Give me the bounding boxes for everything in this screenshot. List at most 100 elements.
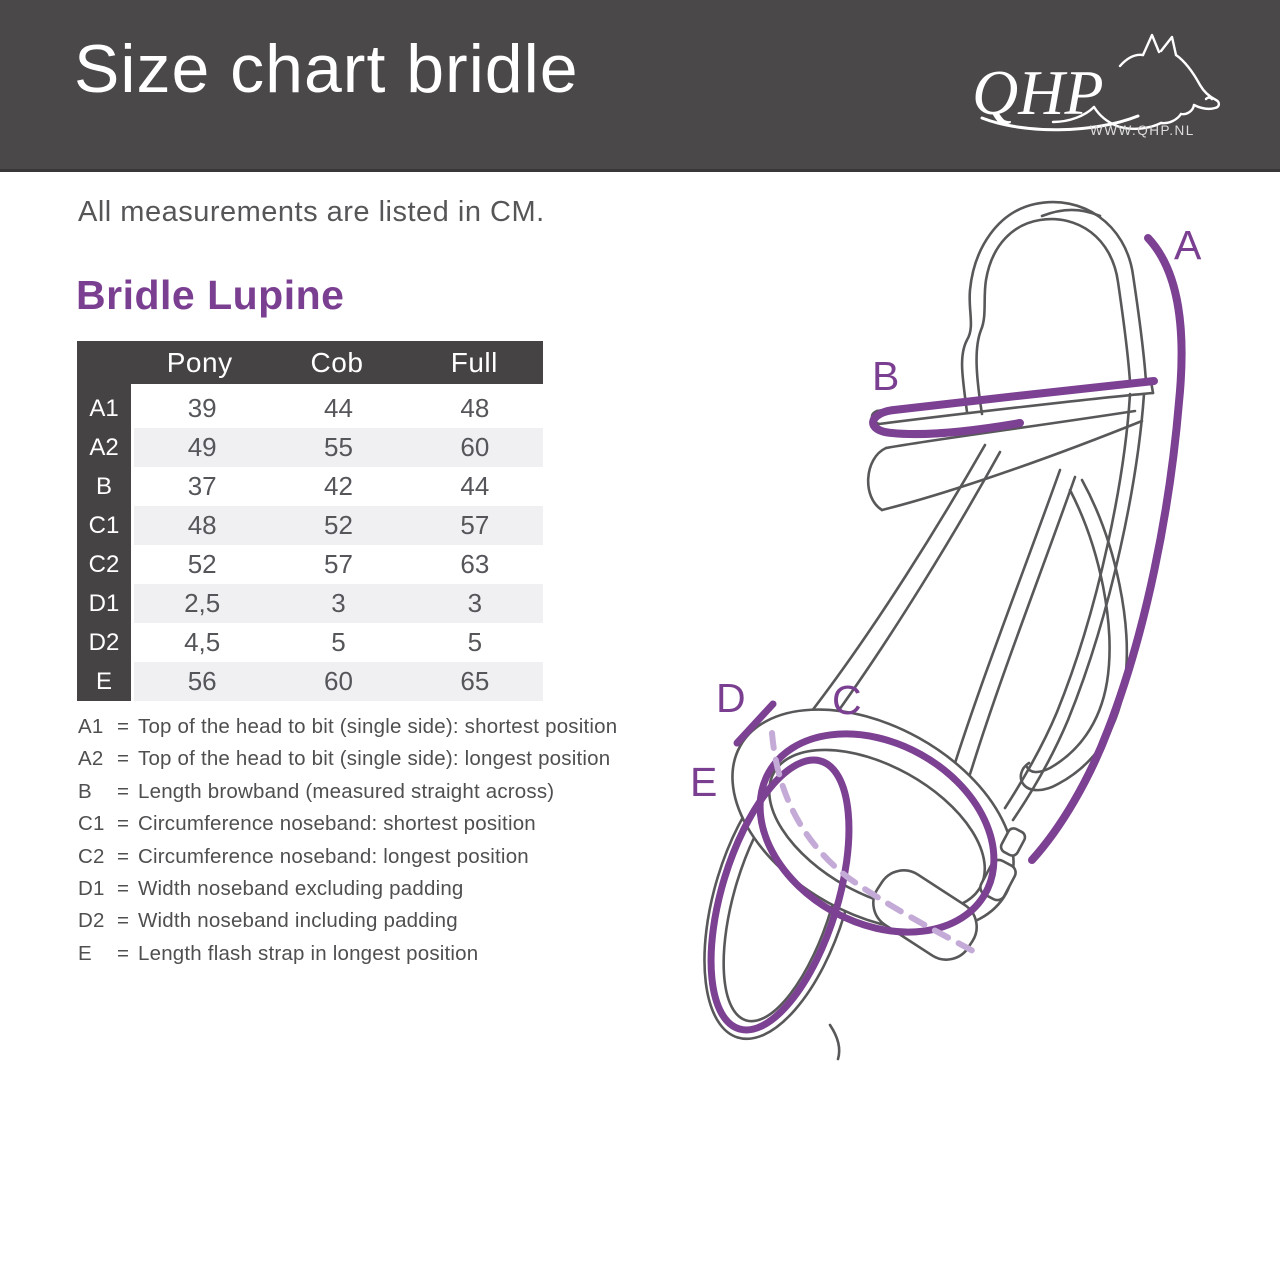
size-value: 57 [324,549,353,579]
legend-equals: = [117,812,130,836]
size-value: 52 [324,510,353,540]
row-label: D1 [88,590,120,617]
measure-line-B [869,377,1158,439]
legend-item: D2 = Width noseband including padding [78,905,658,937]
size-value: 48 [460,393,490,423]
legend-equals: = [117,779,130,803]
legend-text: Circumference noseband: shortest positio… [138,812,536,836]
legend-item: B = Length browband (measured straight acr… [78,776,658,808]
size-value: 57 [460,510,490,540]
logo-swoosh [980,114,1140,132]
column-header-cob: Cob [310,346,364,378]
measurement-legend: A1 = Top of the head to bit (single side):… [78,711,658,970]
row-label: D2 [88,629,120,656]
size-value: 37 [187,471,217,501]
table-row: B 37 42 44 [77,467,543,506]
row-label: B [95,473,112,500]
legend-key: E [78,941,92,965]
size-value: 3 [331,588,346,618]
row-label: A1 [89,395,119,422]
diagram-label-e: E [690,759,719,805]
size-value: 63 [460,549,490,579]
size-value: 52 [187,549,217,579]
row-label: C1 [88,512,120,539]
size-value: 42 [324,471,353,501]
legend-text: Top of the head to bit (single side): lo… [138,747,611,771]
size-value: 39 [187,393,217,423]
flash-hidden-dashed-line [769,730,976,954]
measure-line-D [733,700,777,747]
row-label: A2 [89,434,119,461]
page-title: Size chart bridle [74,31,579,107]
size-table-header: Pony Cob Full [77,341,543,384]
product-title: Bridle Lupine [76,272,345,318]
table-row: A2 49 55 60 [77,428,543,467]
legend-key: C2 [78,844,105,868]
diagram-label-c: C [832,677,863,723]
table-row: D1 2,5 3 3 [77,584,543,623]
header-band: Size chart bridle QHP WWW.QHP.NL [0,0,1280,172]
table-row: C1 48 52 57 [77,506,543,545]
legend-key: A1 [78,715,104,738]
measure-line-A [1028,234,1186,864]
diagram-label-d: D [716,675,747,721]
size-value: 60 [324,666,353,696]
legend-key: C1 [78,812,105,836]
legend-text: Length browband (measured straight acros… [138,779,555,803]
column-header-pony: Pony [166,346,233,378]
legend-text: Length flash strap in longest position [138,941,479,965]
diagram-label-a: A [1174,222,1203,268]
qhp-logo: QHP WWW.QHP.NL [972,33,1221,138]
row-label: E [95,668,112,695]
legend-key: D1 [78,877,105,901]
legend-equals: = [117,747,130,771]
legend-equals: = [117,844,130,868]
legend-item: A2 = Top of the head to bit (single side):… [78,743,658,775]
size-value: 56 [187,666,217,696]
legend-item: E = Length flash strap in longest position [78,938,658,970]
size-value: 3 [467,588,483,618]
measure-line-E [707,756,853,1034]
size-value: 49 [187,432,217,462]
size-value: 65 [460,666,490,696]
size-value: 5 [331,627,346,657]
logo-website: WWW.QHP.NL [1090,123,1195,138]
legend-item: C2 = Circumference noseband: longest posit… [78,841,658,873]
measurement-lines [707,234,1186,1034]
row-label: C2 [88,551,120,578]
size-value: 4,5 [184,627,221,657]
size-value: 44 [324,393,353,423]
table-row: C2 52 57 63 [77,545,543,584]
size-value: 48 [187,510,217,540]
legend-text: Width noseband excluding padding [138,877,464,901]
legend-equals: = [117,909,130,933]
table-row: A1 39 44 48 [77,389,543,428]
legend-key: D2 [78,909,105,933]
table-row: E 56 60 65 [77,662,543,701]
size-value: 2,5 [184,588,221,618]
legend-equals: = [117,715,130,738]
legend-item: A1 = Top of the head to bit (single side):… [78,711,658,743]
column-header-full: Full [450,346,498,378]
size-value: 60 [460,432,490,462]
intro-text: All measurements are listed in CM. [78,196,545,228]
diagram-label-b: B [872,353,901,399]
legend-text: Circumference noseband: longest position [138,844,529,868]
legend-key: B [78,779,92,803]
bridle-diagram [703,200,1186,1061]
legend-text: Width noseband including padding [138,909,458,933]
size-value: 55 [324,432,353,462]
qhp-logo-text: QHP [972,57,1104,128]
legend-item: C1 = Circumference noseband: shortest posi… [78,808,658,840]
horse-head-icon [1051,33,1221,131]
legend-text: Top of the head to bit (single side): sh… [138,715,618,738]
table-row: D2 4,5 5 5 [77,623,543,662]
size-value: 44 [460,471,490,501]
legend-equals: = [117,941,130,965]
legend-key: A2 [78,747,104,771]
size-value: 5 [467,627,483,657]
legend-equals: = [117,877,130,901]
